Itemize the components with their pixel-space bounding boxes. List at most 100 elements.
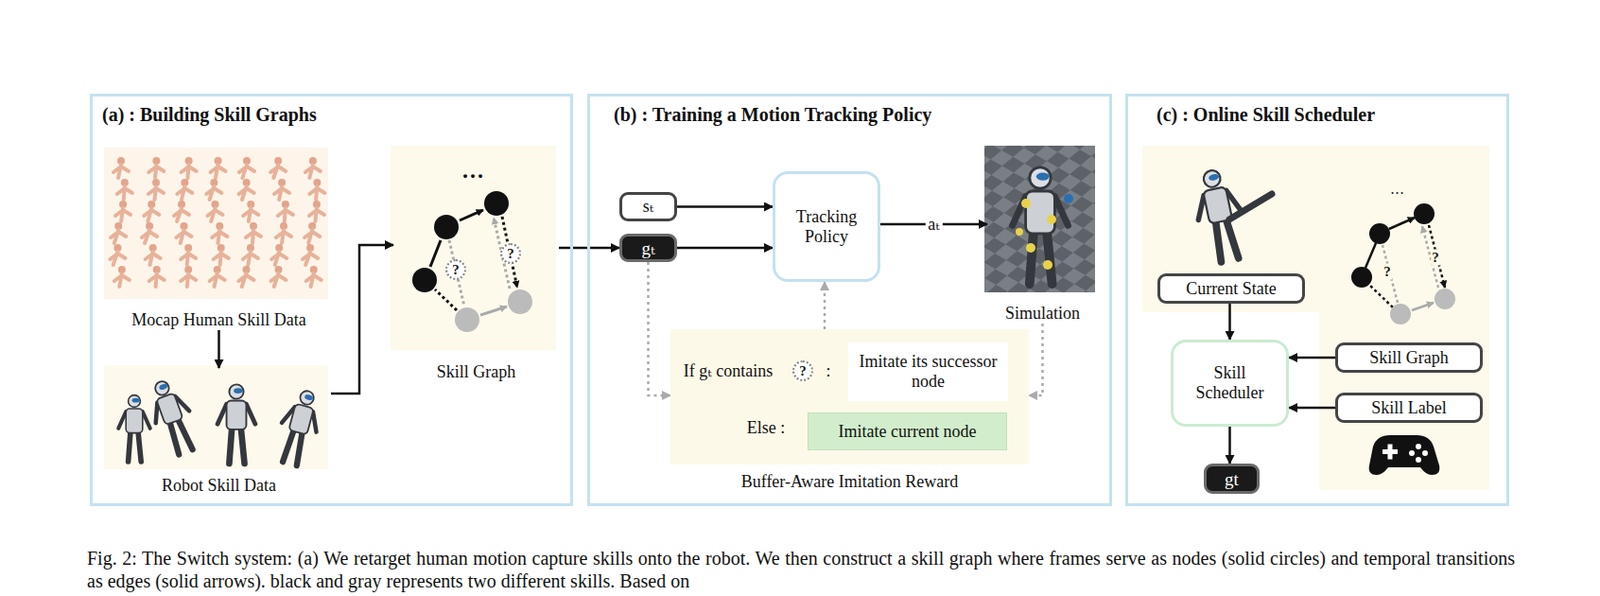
annotation: ...: [462, 157, 486, 184]
node-label: Skill Scheduler: [1186, 363, 1274, 403]
simulation-render: [984, 145, 1096, 293]
annotation: Else :: [747, 417, 786, 438]
mocap-figures: [304, 229, 320, 244]
simulation-render: [1063, 193, 1074, 204]
node-label: Mocap Human Skill Data: [131, 310, 306, 331]
skill-graph-c: [1390, 303, 1411, 325]
node-label: Skill Graph: [436, 362, 517, 383]
skill-graph-c: [1434, 288, 1456, 310]
mocap-figures: [109, 156, 325, 287]
skill-graph-a: [430, 209, 484, 267]
mocap-figures: [271, 251, 287, 265]
node-label: Buffer-Aware Imitation Reward: [670, 471, 1029, 492]
mocap-figures: [149, 273, 165, 287]
simulation-render: [1043, 260, 1053, 270]
skill-graph-a: [412, 267, 437, 293]
skill-graph-c: [1365, 217, 1415, 268]
robot-skill-figures: [272, 386, 327, 469]
mocap-figures: [114, 273, 130, 287]
mocap-figures: [211, 229, 227, 244]
simulation-render: [1015, 227, 1024, 236]
simulation-render: [1026, 243, 1036, 253]
unknown-marker: ?: [792, 360, 814, 382]
feedback-arrow: [823, 281, 827, 330]
simulation-render: [1012, 167, 1069, 284]
mocap-background: [104, 147, 329, 299]
annotation: ...: [1391, 180, 1406, 198]
policy-box: Tracking Policy: [772, 171, 881, 282]
mocap-figures: [207, 208, 223, 222]
mocap-figures: [306, 273, 322, 287]
node-label: Simulation: [1005, 303, 1080, 324]
scheduler-background: [1319, 145, 1490, 490]
panel-heading: (b) : Training a Motion Tracking Policy: [590, 96, 932, 125]
mocap-figures: [309, 208, 325, 222]
skill-graph-a: [484, 191, 509, 216]
node-label: gₜ: [641, 238, 655, 259]
flow-arrow: [217, 330, 221, 368]
image-box: Mocap Human Skill Data: [106, 150, 331, 331]
node-label: Robot Skill Data: [161, 475, 277, 496]
flow-arrow: [1288, 406, 1336, 410]
annotation: If gₜ contains: [683, 360, 773, 382]
robot-skill-figures: [104, 365, 329, 470]
annotation: :: [825, 361, 831, 382]
unknown-marker: ?: [500, 243, 522, 264]
mocap-figures: [148, 164, 164, 178]
mocap-figures: [110, 229, 126, 244]
node-label: sₜ: [643, 196, 654, 217]
mocap-figures: [210, 164, 227, 178]
mocap-figures: [238, 273, 254, 287]
robot-skill-figures: [104, 365, 329, 470]
mocap-figures: [270, 164, 286, 178]
mocap-figures: [181, 164, 197, 178]
input-box: Skill Label: [1335, 392, 1483, 423]
figure-caption: Fig. 2: The Switch system: (a) We retarg…: [86, 546, 1515, 592]
flow-arrow: [677, 246, 773, 250]
mocap-figures: [117, 186, 133, 200]
input-box: Current State: [1157, 273, 1305, 304]
node-label: gt: [1224, 469, 1239, 489]
mocap-figures: [109, 251, 125, 265]
skill-graph-c: [1382, 226, 1439, 303]
skill-graph-a: [454, 307, 480, 332]
skill-graph-c: [1413, 203, 1435, 225]
gamepad-icon: [1388, 444, 1393, 460]
mocap-figures: [213, 251, 229, 265]
mocap-figures: [180, 273, 196, 287]
node-label: Tracking Policy: [782, 207, 870, 247]
mocap-figures: [115, 208, 131, 222]
flow-arrow: [1228, 426, 1232, 464]
mocap-figures: [276, 229, 292, 244]
node-label: Skill Label: [1371, 398, 1447, 418]
kicking-robot: [1229, 193, 1272, 220]
rule-box: Imitate its successor node: [848, 342, 1009, 401]
mocap-figures: [239, 186, 255, 200]
kicking-robot: [1188, 166, 1272, 265]
flow-arrow: [330, 244, 394, 394]
feedback-arrow: [1028, 323, 1044, 396]
gamepad-icon: [1408, 450, 1415, 456]
gamepad-icon: [1422, 450, 1428, 456]
mocap-figures: [270, 273, 286, 287]
gamepad-icon: [1369, 434, 1441, 475]
skill-graph-c: [1411, 302, 1434, 311]
goal-box: gₜ: [619, 233, 678, 262]
skill-graph-a: [434, 214, 459, 240]
rule-box-highlight: Imitate current node: [807, 412, 1008, 451]
node-label: Imitate current node: [838, 421, 977, 442]
image-box: Skill Graph: [393, 148, 559, 383]
mocap-figures: [113, 164, 129, 178]
panel-frame: (a) : Building Skill GraphsMocap Human S…: [89, 93, 574, 506]
skill-graph-a: [390, 145, 557, 350]
skill-graph-c: [1351, 266, 1373, 288]
skill-graph-a: [507, 289, 533, 314]
unknown-marker: ?: [1430, 249, 1441, 266]
mocap-figures: [176, 229, 192, 244]
mocap-figures: [239, 164, 255, 178]
robot-skill-figures: [142, 375, 203, 458]
reward-band: Buffer-Aware Imitation RewardImitate its…: [670, 329, 1029, 465]
simulation-render: [984, 145, 1096, 293]
mocap-figures: [180, 251, 196, 265]
